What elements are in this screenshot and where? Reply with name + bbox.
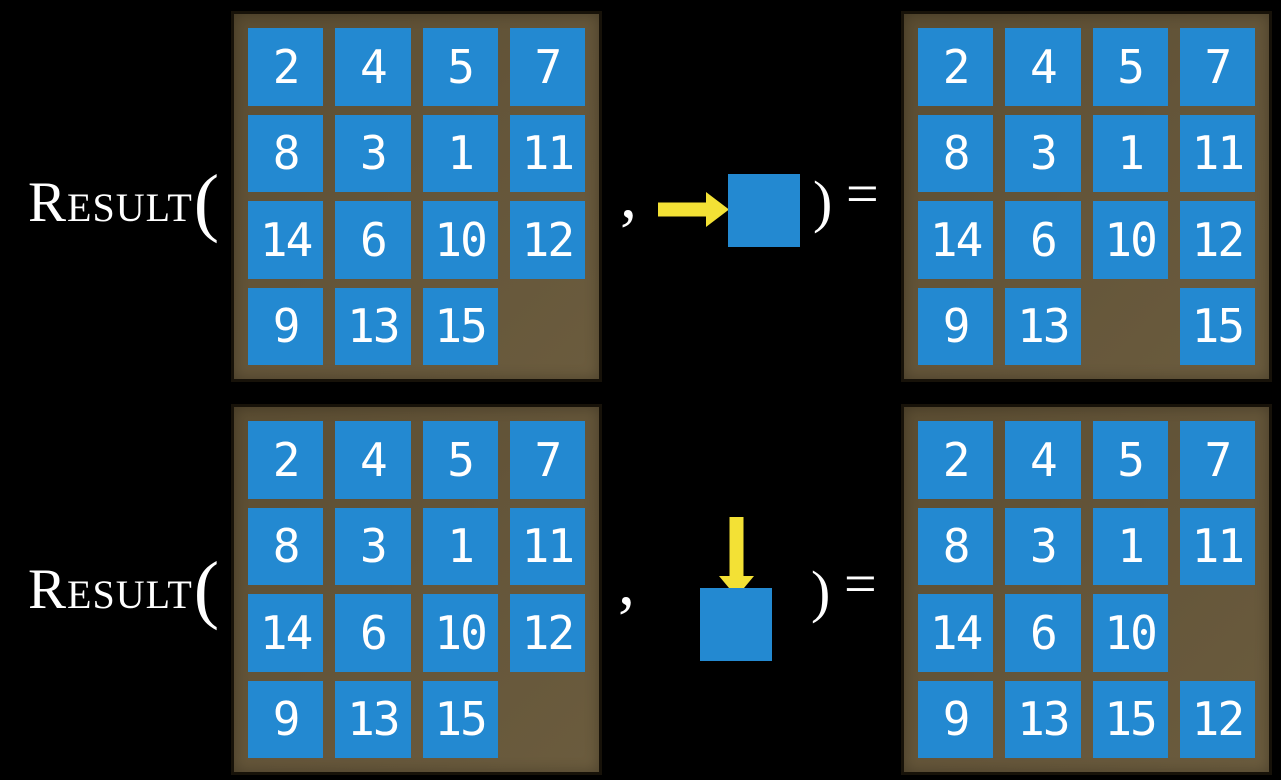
puzzle-tile: 7: [1179, 28, 1255, 106]
puzzle-tile: 6: [335, 201, 411, 279]
puzzle-tile: 4: [1005, 421, 1081, 499]
puzzle-tile: 15: [422, 680, 498, 758]
result-function-label: Result(: [28, 158, 219, 240]
puzzle-tile: [1180, 594, 1255, 672]
result-grid-1: 2 4 5 7 8 3 1 11 14 6 10 12 9 13 15: [901, 11, 1272, 382]
equals-sign: =: [844, 551, 877, 616]
puzzle-tile: 7: [509, 28, 585, 106]
puzzle-tile: 9: [918, 287, 994, 365]
puzzle-tile: 13: [335, 287, 411, 365]
puzzle-tile: 11: [509, 507, 585, 585]
puzzle-tile: 11: [1179, 114, 1255, 192]
puzzle-tile: 10: [1092, 201, 1168, 279]
input-grid-2: 2 4 5 7 8 3 1 11 14 6 10 12 9 13 15: [231, 404, 602, 775]
result-grid-2: 2 4 5 7 8 3 1 11 14 6 10 9 13 15 12: [901, 404, 1272, 775]
puzzle-tile: 3: [335, 507, 411, 585]
close-paren: ): [813, 169, 833, 234]
right-arrow-icon: [658, 192, 729, 227]
puzzle-tile: 6: [1005, 594, 1081, 672]
puzzle-tile: 13: [1005, 680, 1081, 758]
puzzle-tile: 5: [1092, 421, 1168, 499]
close-paren: ): [811, 559, 831, 624]
puzzle-tile: 14: [248, 594, 324, 672]
puzzle-tile: 10: [422, 594, 498, 672]
puzzle-tile: 15: [422, 287, 498, 365]
puzzle-tile: 12: [1179, 201, 1255, 279]
puzzle-tile: 8: [918, 507, 994, 585]
puzzle-tile: 3: [335, 114, 411, 192]
puzzle-tile: 8: [248, 507, 324, 585]
puzzle-tile: 14: [918, 594, 994, 672]
puzzle-tile: 13: [1005, 287, 1081, 365]
puzzle-tile: 7: [1179, 421, 1255, 499]
puzzle-tile: 4: [1005, 28, 1081, 106]
puzzle-tile: 1: [422, 114, 498, 192]
puzzle-tile: 4: [335, 421, 411, 499]
puzzle-tile: 15: [1179, 287, 1255, 365]
puzzle-tile: 2: [248, 28, 324, 106]
puzzle-tile: 2: [248, 421, 324, 499]
down-arrow-icon: [719, 517, 754, 597]
puzzle-tile: 2: [918, 28, 994, 106]
puzzle-tile: 14: [918, 201, 994, 279]
puzzle-tile: 6: [335, 594, 411, 672]
comma-separator: ,: [620, 156, 637, 232]
puzzle-tile: 3: [1005, 507, 1081, 585]
puzzle-tile: 12: [509, 594, 585, 672]
puzzle-tile: 10: [1092, 594, 1168, 672]
puzzle-tile: [510, 681, 585, 759]
puzzle-tile: 1: [1092, 114, 1168, 192]
open-paren: (: [193, 160, 220, 244]
puzzle-tile: 5: [422, 28, 498, 106]
puzzle-tile: 4: [335, 28, 411, 106]
action-tile-icon: [728, 174, 800, 247]
puzzle-tile: 11: [1179, 507, 1255, 585]
puzzle-tile: 2: [918, 421, 994, 499]
comma-separator: ,: [618, 543, 635, 619]
puzzle-tile: 6: [1005, 201, 1081, 279]
open-paren: (: [193, 547, 220, 631]
puzzle-tile: 12: [509, 201, 585, 279]
puzzle-tile: 9: [248, 287, 324, 365]
function-name: Result: [28, 558, 193, 621]
puzzle-tile: 5: [1092, 28, 1168, 106]
puzzle-tile: 8: [248, 114, 324, 192]
puzzle-tile: 13: [335, 680, 411, 758]
puzzle-tile: 11: [509, 114, 585, 192]
puzzle-tile: 9: [248, 680, 324, 758]
puzzle-tile: 7: [509, 421, 585, 499]
puzzle-tile: 14: [248, 201, 324, 279]
result-function-label: Result(: [28, 545, 219, 627]
equals-sign: =: [846, 161, 879, 226]
function-name: Result: [28, 171, 193, 234]
puzzle-tile: 1: [1092, 507, 1168, 585]
action-tile-icon: [700, 588, 772, 661]
puzzle-tile: 12: [1179, 680, 1255, 758]
puzzle-tile: 10: [422, 201, 498, 279]
puzzle-tile: 5: [422, 421, 498, 499]
input-grid-1: 2 4 5 7 8 3 1 11 14 6 10 12 9 13 15: [231, 11, 602, 382]
puzzle-tile: 9: [918, 680, 994, 758]
puzzle-tile: 1: [422, 507, 498, 585]
puzzle-tile: 3: [1005, 114, 1081, 192]
puzzle-tile: 8: [918, 114, 994, 192]
puzzle-tile: 15: [1092, 680, 1168, 758]
